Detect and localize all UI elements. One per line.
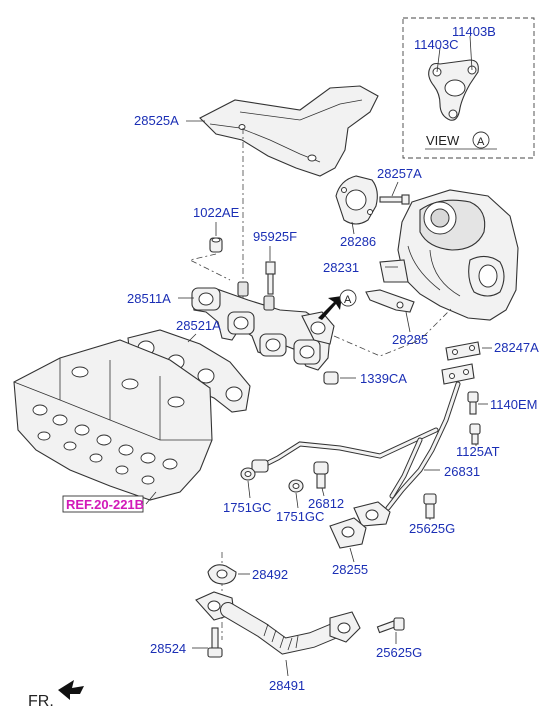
heat-shield bbox=[199, 85, 379, 177]
label-26812: 26812 bbox=[308, 496, 344, 511]
label-28491: 28491 bbox=[269, 678, 305, 693]
label-1140em: 1140EM bbox=[490, 397, 537, 412]
label-28257a: 28257A bbox=[377, 166, 422, 181]
front-direction-indicator: FR. bbox=[28, 680, 84, 710]
nut-1339ca bbox=[323, 371, 339, 385]
cylinder-head bbox=[13, 339, 213, 501]
label-28521a: 28521A bbox=[176, 318, 221, 333]
label-25625g-a: 25625G bbox=[409, 521, 455, 536]
label-28285: 28285 bbox=[392, 332, 428, 347]
view-label: VIEW bbox=[426, 133, 460, 148]
label-28231: 28231 bbox=[323, 260, 359, 275]
gasket-28247a bbox=[445, 341, 481, 361]
washer-1751gc-b bbox=[288, 479, 304, 493]
gasket-28285 bbox=[365, 289, 415, 313]
gasket-28286 bbox=[335, 175, 378, 225]
front-arrow-icon bbox=[58, 680, 84, 700]
label-28286: 28286 bbox=[340, 234, 376, 249]
exhaust-manifold bbox=[191, 281, 335, 371]
front-label: FR. bbox=[28, 693, 54, 710]
label-28492: 28492 bbox=[252, 567, 288, 582]
label-1022ae: 1022AE bbox=[193, 205, 240, 220]
ref-label: REF.20-221B bbox=[66, 497, 144, 512]
bolt-25625g-a bbox=[423, 493, 437, 519]
view-marker: A bbox=[477, 136, 485, 148]
label-1751gc-a: 1751GC bbox=[223, 500, 271, 515]
label-26831: 26831 bbox=[444, 464, 480, 479]
label-28525a: 28525A bbox=[134, 113, 179, 128]
view-a-arrow: A bbox=[318, 289, 357, 320]
oil-pipe bbox=[251, 363, 475, 527]
union-bolt-26812 bbox=[313, 461, 329, 489]
bolt-25625g-b bbox=[376, 617, 405, 634]
bolt-1125at bbox=[469, 423, 481, 445]
label-95925f: 95925F bbox=[253, 229, 297, 244]
label-28255: 28255 bbox=[332, 562, 368, 577]
view-a-inset: 11403C 11403B VIEW A bbox=[402, 17, 535, 159]
stud-95925f bbox=[265, 261, 276, 295]
bolt-1140em bbox=[467, 391, 479, 415]
exhaust-pipe-28491 bbox=[195, 591, 361, 655]
label-25625g-b: 25625G bbox=[376, 645, 422, 660]
label-28524: 28524 bbox=[150, 641, 186, 656]
nut-1022ae bbox=[209, 237, 223, 253]
turbocharger bbox=[379, 189, 519, 321]
gasket-28255 bbox=[329, 517, 367, 549]
bolt-28524 bbox=[207, 627, 223, 658]
label-28511a: 28511A bbox=[127, 291, 171, 306]
bolt-28257a bbox=[379, 194, 410, 205]
gasket-28492 bbox=[207, 564, 237, 585]
label-1751gc-b: 1751GC bbox=[276, 509, 324, 524]
arrow-marker-a: A bbox=[344, 294, 352, 306]
washer-1751gc-a bbox=[240, 467, 256, 481]
label-28247a: 28247A bbox=[494, 340, 539, 355]
label-1339ca: 1339CA bbox=[360, 371, 407, 386]
label-11403b: 11403B bbox=[452, 24, 496, 39]
label-11403c: 11403C bbox=[414, 37, 459, 52]
label-1125at: 1125AT bbox=[456, 444, 500, 459]
